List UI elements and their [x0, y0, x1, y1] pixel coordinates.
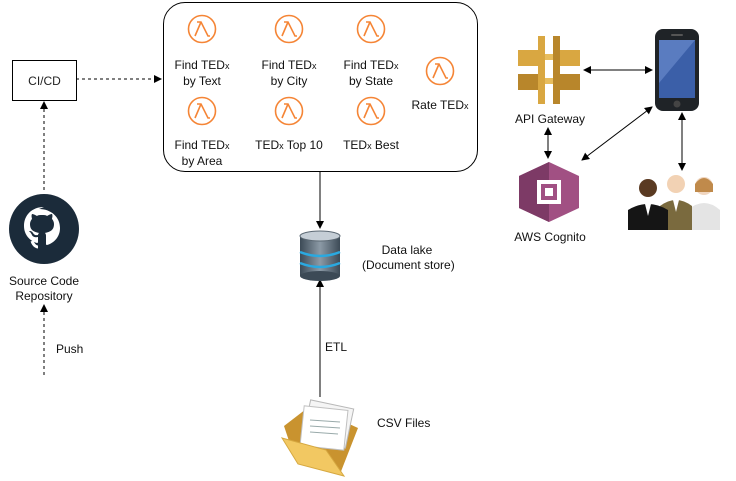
- datalake-label: Data lake (Document store): [362, 243, 455, 272]
- lambda-label-best: TEDx Best: [343, 138, 399, 152]
- api-gateway-icon: [518, 36, 580, 104]
- folder-icon: [280, 399, 358, 477]
- lambda-label-find-area: Find TEDx by Area: [174, 138, 230, 168]
- github-icon: [9, 194, 79, 264]
- lambda-icon-rate: [425, 56, 455, 86]
- cognito-icon: [519, 162, 579, 222]
- lambda-icon-find-city: [274, 14, 304, 44]
- etl-label: ETL: [325, 340, 348, 354]
- lambda-label-find-state: Find TEDx by State: [343, 58, 399, 88]
- source-repo-label: Source Code Repository: [8, 274, 80, 303]
- lambda-icon-best: [356, 96, 386, 126]
- lambda-label-top10: TEDx Top 10: [255, 138, 323, 152]
- lambda-label-rate: Rate TEDx: [411, 98, 469, 112]
- cognito-label: AWS Cognito: [514, 230, 586, 244]
- users-icon: [628, 175, 720, 230]
- smartphone-icon: [655, 29, 699, 111]
- push-label: Push: [56, 342, 84, 356]
- api-gateway-label: API Gateway: [514, 112, 586, 126]
- database-icon: [299, 230, 341, 281]
- lambda-icon-top10: [274, 96, 304, 126]
- cicd-label: CI/CD: [28, 73, 61, 88]
- csv-label: CSV Files: [377, 416, 431, 430]
- cicd-box: CI/CD: [12, 60, 77, 101]
- lambda-icon-find-area: [187, 96, 217, 126]
- lambda-label-find-text: Find TEDx by Text: [174, 58, 230, 88]
- cognito-phone-arrow: [581, 106, 653, 161]
- lambda-label-find-city: Find TEDx by City: [261, 58, 317, 88]
- lambda-icon-find-state: [356, 14, 386, 44]
- lambda-icon-find-text: [187, 14, 217, 44]
